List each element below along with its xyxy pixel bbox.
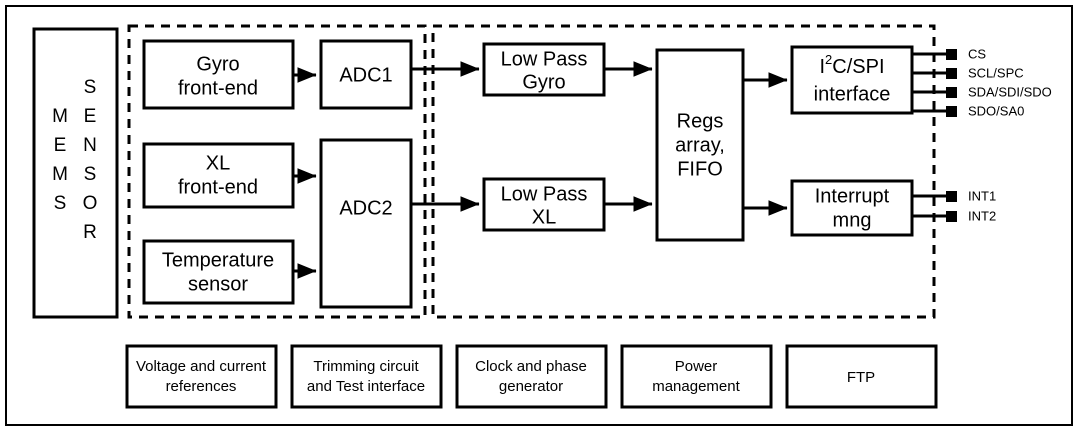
mems-sensor-box xyxy=(32,27,119,319)
clock-phase-generator-label-line2: generator xyxy=(499,378,563,395)
adc2-label: ADC2 xyxy=(339,197,392,219)
low-pass-gyro-label-line1: Low Pass xyxy=(501,48,588,70)
low-pass-xl-box xyxy=(482,177,606,232)
pin-pad-sda-sdi-sdo xyxy=(946,87,957,98)
ftp-box xyxy=(785,344,938,409)
pin-label-sda-sdi-sdo: SDA/SDI/SDO xyxy=(968,84,1052,99)
pin-pad-int1 xyxy=(946,191,957,202)
pin-pad-sdo-sa0 xyxy=(946,106,957,117)
xl-front-end-box xyxy=(142,142,295,209)
low-pass-gyro-label-line2: Gyro xyxy=(522,71,565,93)
i2c-suffix: C/SPI xyxy=(832,56,884,78)
i2c-spi-interface-label-line2: interface xyxy=(814,83,891,105)
low-pass-xl-label-line1: Low Pass xyxy=(501,183,588,205)
pin-label-sdo-sa0: SDO/SA0 xyxy=(968,103,1024,118)
pin-label-int2: INT2 xyxy=(968,208,996,223)
i2c-superscript: 2 xyxy=(825,52,832,67)
gyro-front-end-label-line1: Gyro xyxy=(196,53,239,75)
mems-letter-m1: M xyxy=(52,106,68,127)
pin-pad-cs xyxy=(946,49,957,60)
sensor-letter-n: N xyxy=(83,135,97,156)
interrupt-mng-label-line2: mng xyxy=(833,209,872,231)
adc1-label: ADC1 xyxy=(339,64,392,86)
sensor-letter-s1: S xyxy=(84,77,97,98)
outer-frame xyxy=(5,5,1073,426)
ftp-label: FTP xyxy=(847,369,875,386)
temperature-sensor-label-line1: Temperature xyxy=(162,249,274,271)
low-pass-gyro-box xyxy=(482,42,606,97)
regs-array-fifo-label-line3: FIFO xyxy=(677,158,723,180)
digital-core-region xyxy=(431,24,936,319)
low-pass-xl-label-line2: XL xyxy=(532,206,556,228)
pin-pad-scl-spc xyxy=(946,68,957,79)
power-management-box xyxy=(620,344,773,409)
mems-letter-m2: M xyxy=(52,164,68,185)
interrupt-mng-label-line1: Interrupt xyxy=(815,185,890,207)
temperature-sensor-label-line2: sensor xyxy=(188,273,248,295)
xl-front-end-label-line1: XL xyxy=(206,152,230,174)
pin-label-cs: CS xyxy=(968,46,986,61)
i2c-prefix: I xyxy=(819,56,825,78)
adc1-box xyxy=(319,39,413,110)
mems-letter-s1: S xyxy=(54,193,67,214)
trimming-test-interface-label-line2: and Test interface xyxy=(307,378,425,395)
analog-front-end-region xyxy=(127,24,427,319)
voltage-current-references-label-line2: references xyxy=(166,378,237,395)
sensor-letter-o: O xyxy=(83,193,98,214)
voltage-current-references-box xyxy=(125,344,278,409)
trimming-test-interface-box xyxy=(290,344,443,409)
sensor-letter-s2: S xyxy=(84,164,97,185)
interrupt-mng-box xyxy=(790,179,914,237)
temperature-sensor-box xyxy=(142,239,295,305)
pin-label-int1: INT1 xyxy=(968,188,996,203)
gyro-front-end-label-line2: front-end xyxy=(178,77,258,99)
regs-array-fifo-label-line2: array, xyxy=(675,134,725,156)
pin-label-scl-spc: SCL/SPC xyxy=(968,65,1024,80)
voltage-current-references-label-line1: Voltage and current xyxy=(136,358,267,375)
xl-front-end-label-line2: front-end xyxy=(178,176,258,198)
sensor-letter-e: E xyxy=(84,106,97,127)
adc2-box xyxy=(319,138,413,309)
mems-letter-e1: E xyxy=(54,135,67,156)
regs-array-fifo-box xyxy=(655,48,745,242)
i2c-spi-interface-box xyxy=(790,45,914,115)
power-management-label-line1: Power xyxy=(675,358,718,375)
trimming-test-interface-label-line1: Trimming circuit xyxy=(313,358,419,375)
sensor-letter-r: R xyxy=(83,222,97,243)
i2c-spi-interface-label-line1: I2C/SPI xyxy=(819,52,884,78)
regs-array-fifo-label-line1: Regs xyxy=(677,110,724,132)
clock-phase-generator-label-line1: Clock and phase xyxy=(475,358,587,375)
clock-phase-generator-box xyxy=(455,344,608,409)
power-management-label-line2: management xyxy=(652,378,740,395)
pin-pad-int2 xyxy=(946,211,957,222)
